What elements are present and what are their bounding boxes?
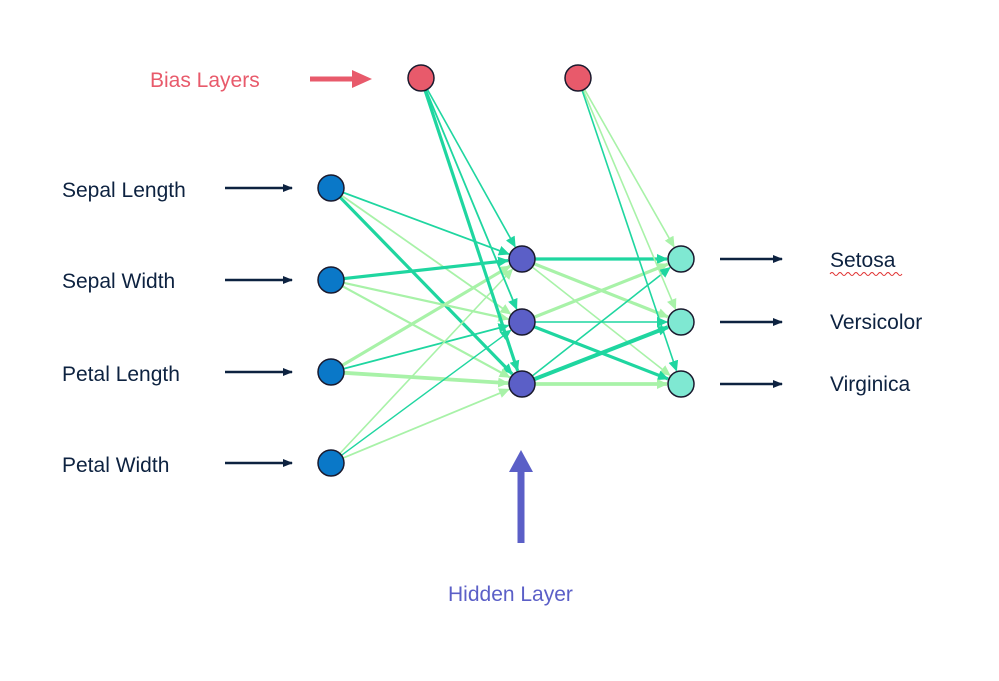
edge-bias2-output2 [582, 89, 677, 311]
edge-input1-hidden2 [341, 194, 512, 315]
edge-bias2-output3 [581, 90, 679, 372]
input-node-4 [317, 449, 345, 477]
edge-input1-hidden3 [338, 196, 514, 376]
hidden-node-2 [508, 308, 536, 336]
input-label-petal-width: Petal Width [62, 454, 169, 477]
edge-bias2-output1 [583, 88, 675, 248]
bias-node-2 [564, 64, 592, 92]
edge-input3-hidden1 [341, 264, 511, 367]
edge-input3-hidden2 [343, 323, 510, 370]
input-node-2 [317, 266, 345, 294]
output-label-virginica: Virginica [830, 373, 910, 396]
output-label-versicolor: Versicolor [830, 311, 922, 334]
spellcheck-underline [829, 272, 903, 276]
output-label-setosa: Setosa [830, 249, 896, 272]
hidden-node-1 [508, 245, 536, 273]
edge-bias1-hidden1 [426, 88, 516, 248]
nodes [317, 64, 695, 477]
edge-input3-hidden3 [343, 370, 510, 388]
input-node-1 [317, 174, 345, 202]
input-label-sepal-length: Sepal Length [62, 179, 186, 202]
hidden-layer-arrow [509, 450, 533, 543]
output-node-3 [667, 370, 695, 398]
edge-input4-hidden2 [341, 329, 512, 456]
edge-input2-hidden3 [341, 285, 511, 379]
output-node-1 [667, 245, 695, 273]
edge-hidden3-output2 [533, 325, 669, 382]
bias-layers-label: Bias Layers [150, 69, 260, 92]
edge-input4-hidden1 [339, 268, 514, 455]
output-node-2 [667, 308, 695, 336]
edge-input4-hidden3 [342, 388, 510, 459]
hidden-node-3 [508, 370, 536, 398]
edges [338, 88, 679, 459]
edge-bias1-hidden3 [423, 89, 520, 372]
edge-hidden2-output1 [533, 262, 669, 319]
input-label-petal-length: Petal Length [62, 363, 180, 386]
bias-node-1 [407, 64, 435, 92]
input-label-sepal-width: Sepal Width [62, 270, 175, 293]
edge-bias1-hidden2 [425, 89, 518, 310]
edge-hidden3-output1 [531, 267, 671, 377]
edge-input2-hidden2 [343, 281, 510, 322]
bias-arrow [310, 70, 372, 88]
hidden-layer-label: Hidden Layer [448, 583, 573, 606]
edge-input1-hidden1 [342, 191, 510, 256]
input-node-3 [317, 358, 345, 386]
